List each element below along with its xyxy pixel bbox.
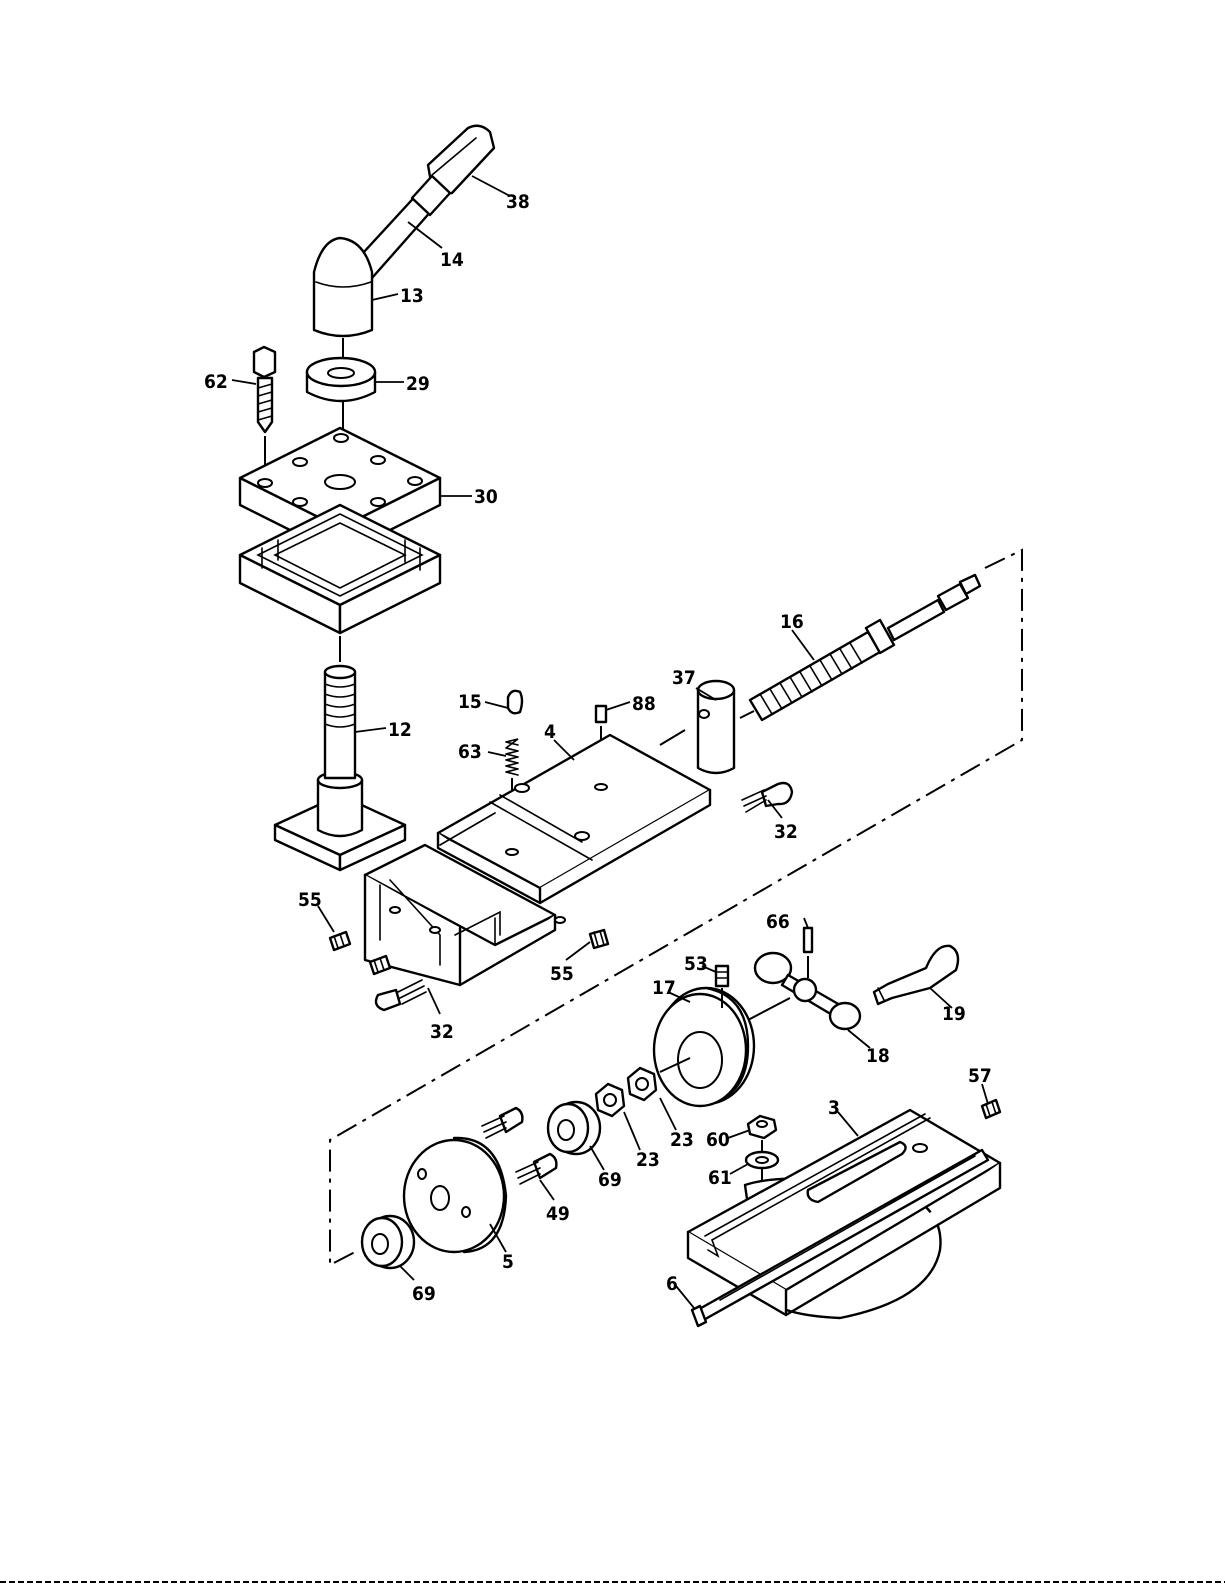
label-38: 38 <box>506 191 530 213</box>
label-15: 15 <box>458 691 482 713</box>
part-60-nut <box>748 1116 776 1138</box>
label-66: 66 <box>766 911 790 933</box>
label-3: 3 <box>828 1097 840 1119</box>
label-16: 16 <box>780 611 804 633</box>
label-62: 62 <box>204 371 228 393</box>
label-30: 30 <box>474 486 498 508</box>
label-37: 37 <box>672 667 696 689</box>
label-4: 4 <box>544 721 556 743</box>
label-18: 18 <box>866 1045 890 1067</box>
label-69-right: 69 <box>598 1169 622 1191</box>
label-14: 14 <box>440 249 464 271</box>
part-23-nut-inner <box>596 1084 624 1116</box>
part-5-bracket <box>404 1138 506 1252</box>
label-57: 57 <box>968 1065 992 1087</box>
part-12-stud <box>275 666 405 870</box>
label-55-left: 55 <box>298 889 322 911</box>
label-69-left: 69 <box>412 1283 436 1305</box>
part-23-nut-outer <box>628 1068 656 1100</box>
part-57-setscrew <box>982 1100 1000 1118</box>
label-32-right: 32 <box>774 821 798 843</box>
part-69-bearing-left <box>362 1216 414 1268</box>
part-15-pin <box>508 691 522 714</box>
label-32-left: 32 <box>430 1021 454 1043</box>
label-49: 49 <box>546 1203 570 1225</box>
label-12: 12 <box>388 719 412 741</box>
part-55-setscrew-right <box>590 930 608 948</box>
label-88: 88 <box>632 693 656 715</box>
label-53: 53 <box>684 953 708 975</box>
part-tool-post-base <box>240 505 440 633</box>
part-13-handle-nut <box>314 238 372 336</box>
part-61-washer <box>746 1140 778 1182</box>
label-13: 13 <box>400 285 424 307</box>
part-49-screw <box>516 1154 556 1184</box>
part-3-compound-slide <box>688 1110 1000 1318</box>
part-32-screw-left <box>376 980 426 1010</box>
label-29: 29 <box>406 373 430 395</box>
part-29-washer <box>307 358 375 401</box>
label-55-right: 55 <box>550 963 574 985</box>
part-17-dial <box>654 988 754 1106</box>
part-66-pin <box>804 928 812 978</box>
label-60: 60 <box>706 1129 730 1151</box>
part-32-screw-right <box>742 783 792 812</box>
label-23-inner: 23 <box>636 1149 660 1171</box>
part-62-bolt <box>254 347 275 470</box>
part-69-bearing-right <box>548 1102 600 1154</box>
label-63: 63 <box>458 741 482 763</box>
label-61: 61 <box>708 1167 732 1189</box>
part-55-setscrew-left <box>330 932 350 950</box>
label-17: 17 <box>652 977 676 999</box>
label-5: 5 <box>502 1251 514 1273</box>
label-23-outer: 23 <box>670 1129 694 1151</box>
label-6: 6 <box>666 1273 678 1295</box>
part-16-feed-screw <box>750 575 980 720</box>
axis-dial-crank <box>748 998 790 1020</box>
label-19: 19 <box>942 1003 966 1025</box>
part-screw-upper <box>482 1108 522 1138</box>
part-19-handle <box>874 946 958 1004</box>
